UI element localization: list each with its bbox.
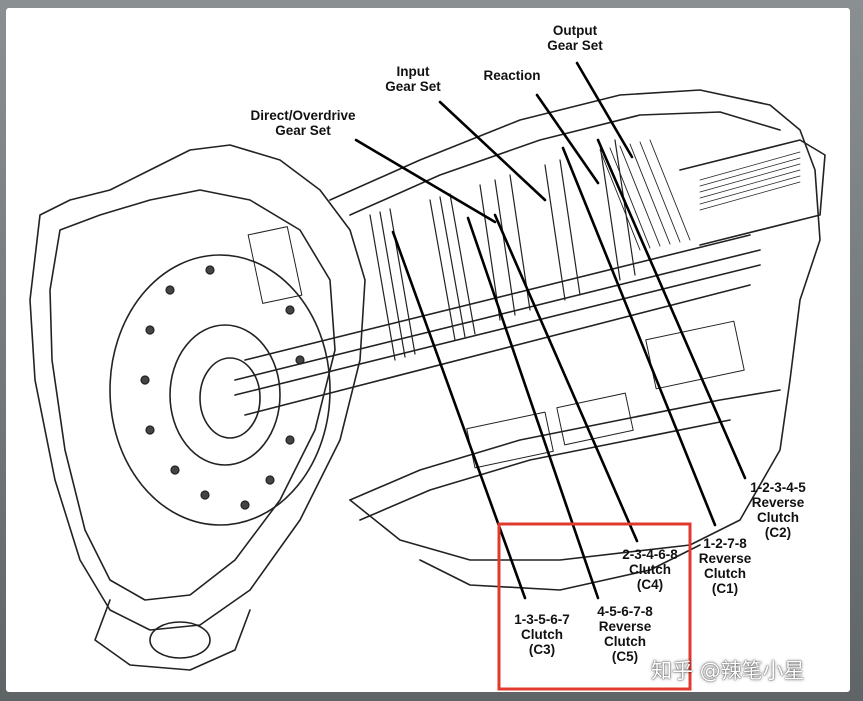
- label-input-gear-set: Input Gear Set: [385, 64, 441, 94]
- leader-output: [575, 61, 634, 159]
- label-direct-overdrive-gear-set: Direct/Overdrive Gear Set: [250, 108, 356, 138]
- label-clutch-c2: 1-2-3-4-5 Reverse Clutch (C2): [750, 480, 806, 540]
- leader-c5: [466, 216, 600, 600]
- converter-face: [109, 254, 331, 526]
- label-output-gear-set: Output Gear Set: [547, 23, 603, 53]
- bell-housing: [29, 144, 366, 631]
- leader-reaction: [535, 93, 600, 185]
- leader-c2: [596, 138, 747, 480]
- highlight-box: [497, 522, 692, 691]
- leader-direct: [354, 138, 497, 224]
- main-shaft: [234, 249, 761, 381]
- leader-c3: [391, 230, 527, 600]
- label-reaction: Reaction: [483, 68, 541, 83]
- leader-input: [438, 100, 547, 202]
- label-clutch-c3: 1-3-5-6-7 Clutch (C3): [514, 612, 570, 657]
- leader-c4: [493, 213, 639, 543]
- leader-lines: [354, 61, 747, 600]
- label-clutch-c4: 2-3-4-6-8 Clutch (C4): [622, 547, 678, 592]
- watermark: 知乎 @辣笔小星: [651, 659, 805, 683]
- transmission-case: [329, 89, 821, 561]
- diagram-panel: [6, 8, 850, 692]
- leader-c1: [561, 146, 717, 527]
- label-clutch-c5: 4-5-6-7-8 Reverse Clutch (C5): [597, 604, 653, 664]
- label-clutch-c1: 1-2-7-8 Reverse Clutch (C1): [698, 536, 752, 596]
